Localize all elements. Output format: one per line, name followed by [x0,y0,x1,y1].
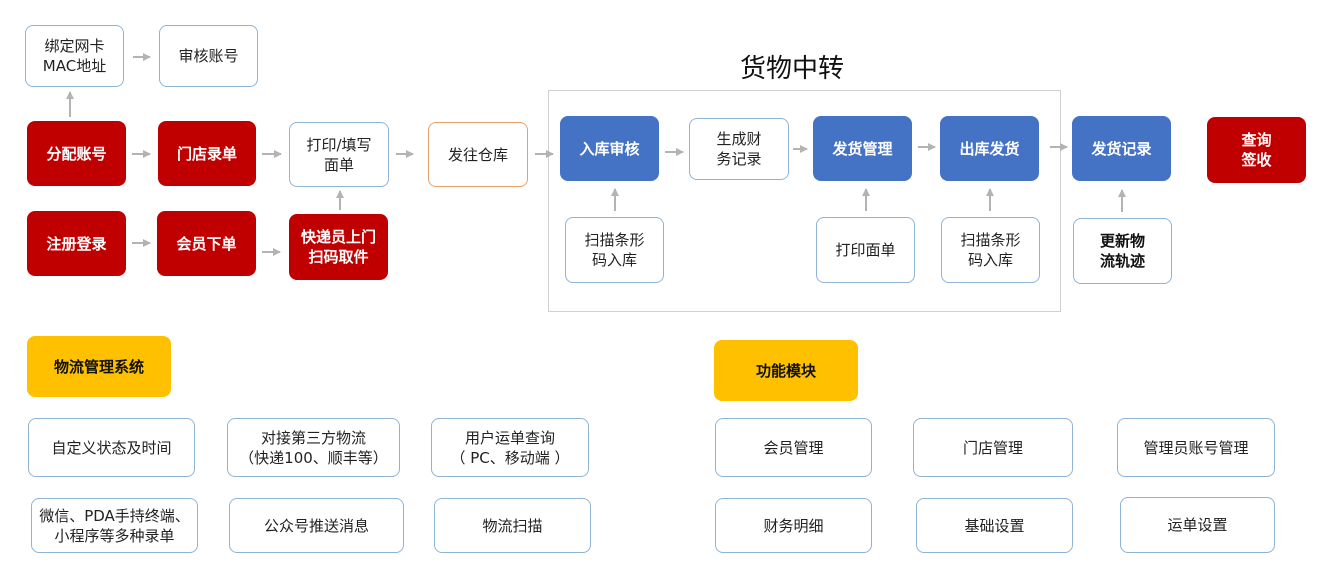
module-basic-settings: 基础设置 [916,498,1073,553]
node-send-warehouse: 发往仓库 [428,122,528,187]
node-inbound-review: 入库审核 [560,116,659,181]
node-scan-inbound-1: 扫描条形 码入库 [565,217,664,283]
function-modules-label: 功能模块 [714,340,858,401]
feature-logistics-scan: 物流扫描 [434,498,591,553]
module-finance: 财务明细 [715,498,872,553]
node-assign-account: 分配账号 [27,121,126,186]
node-ship-manage: 发货管理 [813,116,912,181]
node-member-order: 会员下单 [157,211,256,276]
logistics-system-label: 物流管理系统 [27,336,171,397]
node-finance-record: 生成财 务记录 [689,118,789,180]
feature-custom-status: 自定义状态及时间 [28,418,195,477]
node-store-entry: 门店录单 [158,121,256,186]
node-register-login: 注册登录 [27,211,126,276]
module-admin-account: 管理员账号管理 [1117,418,1275,477]
node-print-fill: 打印/填写 面单 [289,122,389,187]
node-update-track: 更新物 流轨迹 [1073,218,1172,284]
node-print-sheet: 打印面单 [816,217,915,283]
feature-multi-entry: 微信、PDA手持终端、 小程序等多种录单 [31,498,198,553]
module-store: 门店管理 [913,418,1073,477]
node-bind-mac: 绑定网卡 MAC地址 [25,25,124,87]
feature-waybill-query: 用户运单查询 （ PC、移动端 ） [431,418,589,477]
feature-push-message: 公众号推送消息 [229,498,404,553]
module-member: 会员管理 [715,418,872,477]
node-courier-pickup: 快递员上门 扫码取件 [289,214,388,280]
node-query-sign: 查询 签收 [1207,117,1306,183]
node-scan-inbound-2: 扫描条形 码入库 [941,217,1040,283]
feature-third-party: 对接第三方物流 （快递100、顺丰等） [227,418,400,477]
node-outbound-ship: 出库发货 [940,116,1039,181]
node-review-account: 审核账号 [159,25,258,87]
diagram-title: 货物中转 [740,54,845,84]
node-ship-record: 发货记录 [1072,116,1171,181]
module-waybill-settings: 运单设置 [1120,497,1275,553]
